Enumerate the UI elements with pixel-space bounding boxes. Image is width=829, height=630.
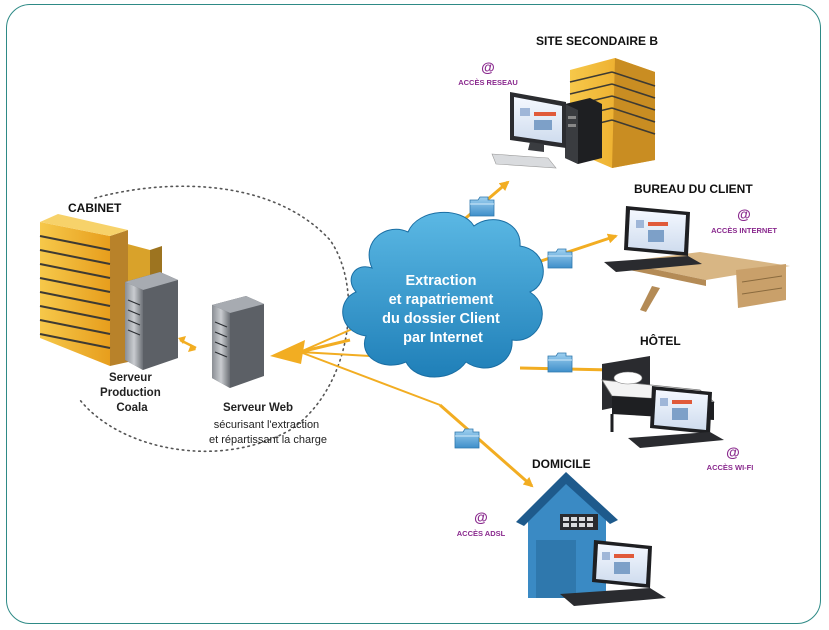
folder-icon [547, 248, 573, 269]
bureau-client-access: ACCÈS INTERNET [711, 226, 777, 235]
server-icon [212, 296, 264, 388]
arrow-to-web-server [299, 338, 351, 354]
site-secondaire-access: ACCÈS RESEAU [458, 78, 518, 87]
production-server-line: Coala [116, 402, 148, 414]
arrow-head-icon [270, 340, 305, 364]
cloud-line: Extraction [406, 273, 477, 289]
production-server-line: Serveur [109, 372, 152, 384]
laptop-icon [560, 540, 666, 606]
house-icon [516, 472, 618, 598]
at-icon: @ [481, 59, 495, 75]
web-server-desc-line: et répartissant la charge [209, 434, 327, 446]
arrow-to-domicile [439, 403, 534, 488]
production-server-line: Production [100, 387, 161, 399]
arrow-head-icon [188, 344, 196, 352]
folder-icon [547, 352, 573, 373]
site-secondaire-label: SITE SECONDAIRE B [536, 34, 658, 48]
server-icon [125, 272, 178, 370]
cabinet-dotted-boundary [79, 185, 350, 453]
arrow-line [299, 351, 371, 357]
cloud-line: du dossier Client [382, 311, 500, 327]
at-icon: @ [474, 509, 488, 525]
arrow-head-icon [178, 336, 186, 344]
at-icon: @ [726, 444, 740, 460]
bureau-client-label: BUREAU DU CLIENT [634, 182, 753, 196]
cloud-line: par Internet [403, 330, 483, 346]
hotel-access: ACCÈS WI-FI [707, 463, 754, 472]
production-server-label: Serveur Production Coala [100, 372, 164, 414]
internet-cloud [342, 212, 544, 378]
folder-icon [469, 196, 495, 217]
domicile-label: DOMICILE [532, 457, 591, 471]
laptop-icon [628, 386, 724, 448]
cabinet-label: CABINET [68, 201, 122, 215]
web-server-title: Serveur Web [223, 402, 293, 414]
hotel-label: HÔTEL [640, 333, 681, 348]
web-server-description: sécurisant l'extraction et répartissant … [209, 419, 327, 446]
domicile-access: ACCÈS ADSL [457, 529, 506, 538]
web-server-desc-line: sécurisant l'extraction [214, 419, 319, 431]
cloud-text: Extraction et rapatriement du dossier Cl… [382, 273, 504, 346]
cloud-line: et rapatriement [389, 292, 494, 308]
arrow-line [299, 351, 441, 406]
at-icon: @ [737, 206, 751, 222]
computer-icon [491, 92, 602, 169]
laptop-icon [604, 206, 702, 272]
folder-icon [454, 428, 480, 449]
diagram-frame [6, 4, 821, 624]
